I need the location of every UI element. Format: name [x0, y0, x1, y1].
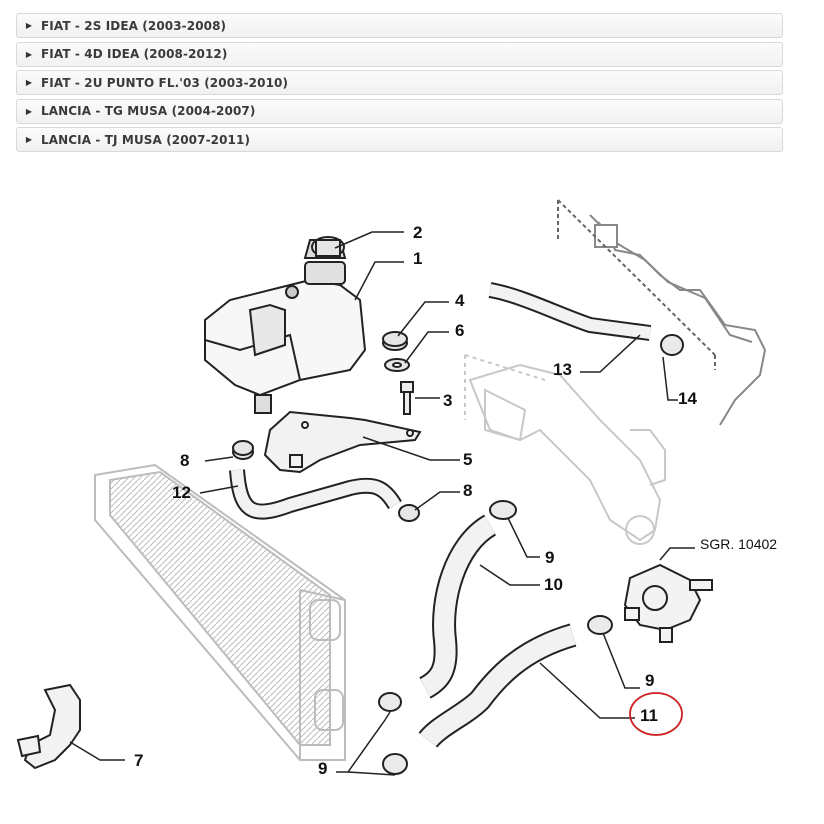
callout-13: 13: [553, 360, 572, 379]
model-label: LANCIA - TG MUSA (2004-2007): [41, 104, 256, 118]
hose-13: [488, 282, 652, 341]
callout-12: 12: [172, 483, 191, 502]
chevron-right-icon: ▶: [25, 106, 33, 116]
callout-labels: 2 1 4 6 3 5 8 8 12 13 14 9 10 SGR. 10402…: [134, 223, 777, 778]
reference-label: SGR. 10402: [700, 536, 777, 552]
callout-9-bottom: 9: [318, 759, 327, 778]
model-row-fiat-4d-idea[interactable]: ▶ FIAT - 4D IDEA (2008-2012): [16, 41, 783, 67]
callout-8-left: 8: [180, 451, 189, 470]
callout-3: 3: [443, 391, 452, 410]
model-row-fiat-2s-idea[interactable]: ▶ FIAT - 2S IDEA (2003-2008): [16, 13, 783, 38]
chevron-right-icon: ▶: [25, 135, 33, 144]
model-row-lancia-tj-musa[interactable]: ▶ LANCIA - TJ MUSA (2007-2011): [16, 127, 783, 152]
callout-10: 10: [544, 575, 563, 594]
parts-diagram: 2 1 4 6 3 5 8 8 12 13 14 9 10 SGR. 10402…: [16, 199, 777, 778]
model-label: FIAT - 2U PUNTO FL.'03 (2003-2010): [41, 75, 289, 90]
expansion-tank: [204, 239, 367, 414]
model-label: LANCIA - TJ MUSA (2007-2011): [41, 132, 251, 147]
hose-11: [418, 623, 577, 749]
callout-9-top: 9: [545, 548, 554, 567]
callout-4: 4: [455, 291, 465, 310]
callout-5: 5: [463, 450, 472, 469]
clip: [16, 683, 81, 770]
hose-nuts: [232, 440, 420, 522]
nut-and-washer: [382, 331, 410, 372]
leader-lines: [69, 231, 695, 776]
engine-pipe: [557, 199, 767, 426]
model-label: FIAT - 2S IDEA (2003-2008): [41, 18, 227, 33]
callout-9-right: 9: [645, 671, 654, 690]
chevron-right-icon: ▶: [25, 49, 33, 59]
hose-clamps: [378, 334, 684, 775]
highlight-circle: [629, 692, 683, 736]
tank-cap: [311, 236, 345, 258]
tank-bracket: [263, 410, 422, 474]
model-row-lancia-tg-musa[interactable]: ▶ LANCIA - TG MUSA (2004-2007): [16, 98, 783, 124]
callout-8-right: 8: [463, 481, 472, 500]
model-list: ▶ FIAT - 2S IDEA (2003-2008) ▶ FIAT - 4D…: [16, 13, 783, 156]
callout-7: 7: [134, 751, 143, 770]
chevron-right-icon: ▶: [25, 78, 33, 87]
model-row-fiat-punto[interactable]: ▶ FIAT - 2U PUNTO FL.'03 (2003-2010): [16, 70, 783, 95]
callout-1: 1: [413, 249, 422, 268]
hose-12: [229, 469, 402, 520]
valve-assembly: [623, 563, 713, 643]
thermostat-housing: [464, 354, 666, 545]
callout-2: 2: [413, 223, 422, 242]
callout-6: 6: [455, 321, 464, 340]
hose-10: [418, 514, 497, 699]
chevron-right-icon: ▶: [25, 21, 33, 30]
callout-11: 11: [640, 706, 658, 725]
callout-14: 14: [678, 389, 697, 408]
model-label: FIAT - 4D IDEA (2008-2012): [41, 47, 228, 61]
bolt: [400, 381, 414, 415]
radiator: [94, 463, 346, 761]
